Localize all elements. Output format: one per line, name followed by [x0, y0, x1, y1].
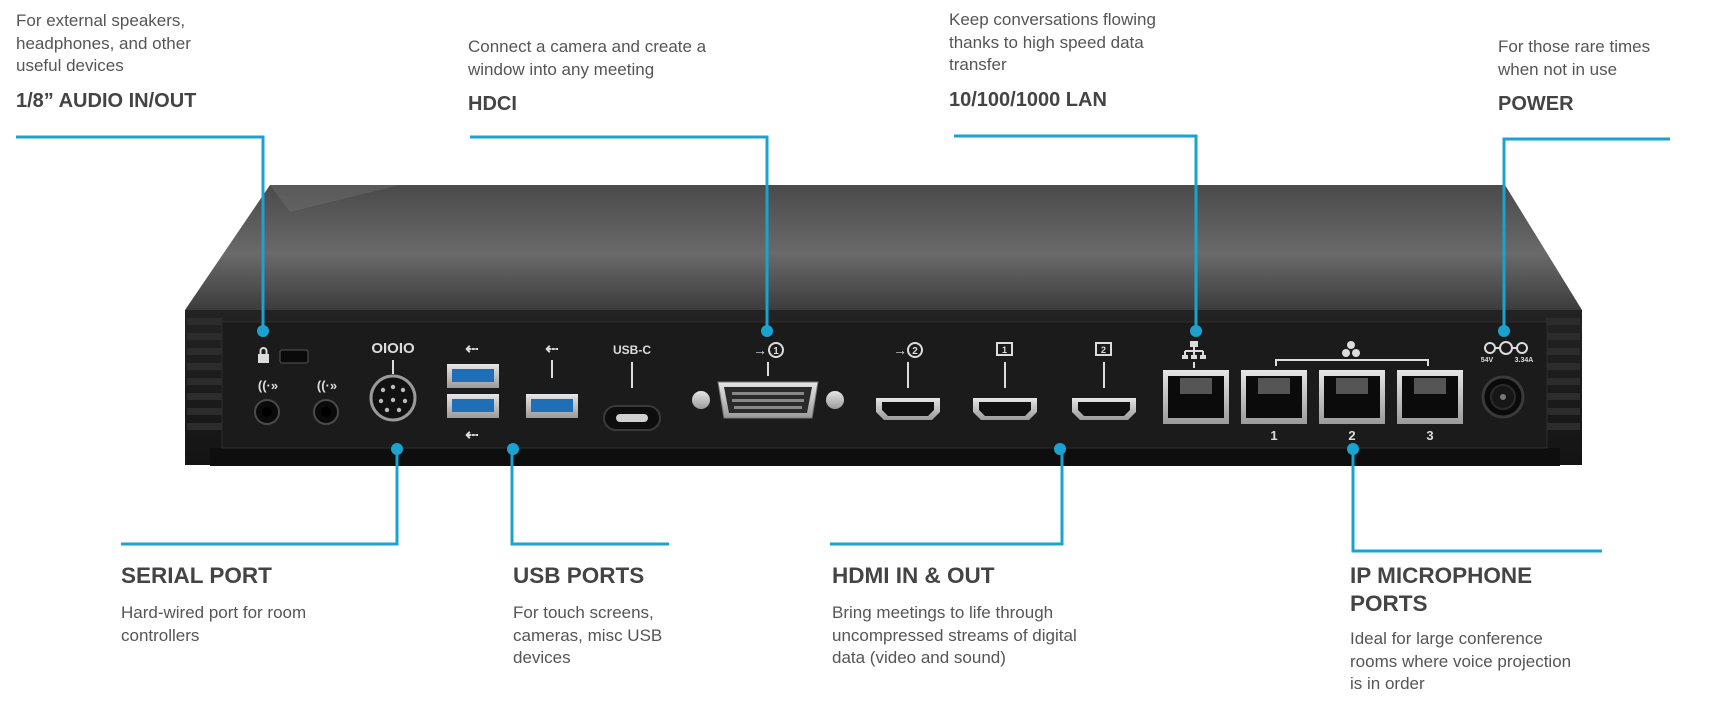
dc-power-icon	[1484, 341, 1528, 355]
kensington-slot	[279, 349, 309, 364]
power-title: POWER	[1498, 93, 1574, 115]
device-top-surface	[185, 185, 1582, 310]
lock-icon	[258, 347, 269, 363]
usb-title: USB PORTS	[513, 563, 645, 588]
power-rating-a: 3.34A	[1515, 357, 1534, 364]
mic-leader	[1351, 449, 1602, 553]
usb-desc-line-1: For touch screens,	[513, 603, 654, 622]
hdci-title: HDCI	[468, 93, 517, 115]
serial-leader	[121, 449, 399, 546]
mic-callout: IP MICROPHONE PORTS Ideal for large conf…	[1350, 562, 1650, 696]
usb-desc-line-3: devices	[513, 648, 571, 667]
mic-desc-line-2: rooms where voice projection	[1350, 651, 1572, 671]
mic-desc-line-1: Ideal for large conference	[1350, 629, 1543, 648]
svg-text:⇠: ⇠	[545, 341, 558, 358]
hdci-desc-line-1: Connect a camera and create a	[468, 37, 707, 56]
svg-text:⇠: ⇠	[465, 427, 478, 444]
mic-title-line-1: IP MICROPHONE	[1350, 563, 1533, 588]
power-desc-line-1: For those rare times	[1498, 37, 1651, 56]
svg-text:((·»: ((·»	[317, 378, 337, 393]
lan-desc-line-3: transfer	[949, 55, 1007, 74]
hdmi-desc-line-3: data (video and sound)	[832, 648, 1006, 667]
left-vents	[187, 318, 222, 430]
svg-text:1: 1	[773, 346, 779, 357]
svg-text:((·»: ((·»	[258, 378, 278, 393]
hdmi-desc-line-2: uncompressed streams of digital	[832, 625, 1077, 645]
mic-port-label-3: 3	[1426, 428, 1433, 443]
usb-icon: ⇠	[545, 341, 558, 358]
lan-desc-line-2: thanks to high speed data	[949, 32, 1144, 52]
lan-desc-line-1: Keep conversations flowing	[949, 10, 1156, 29]
usb-icon: ⇠	[465, 427, 478, 444]
power-rating-v: 54V	[1481, 357, 1494, 364]
lan-leader	[954, 134, 1198, 330]
mic-port-label-2: 2	[1348, 428, 1355, 443]
monitor-icon: 1	[996, 342, 1013, 356]
audio-in-icon: ((·»	[258, 378, 278, 393]
audio-callout: For external speakers, headphones, and o…	[16, 10, 266, 114]
serial-callout: SERIAL PORT Hard-wired port for room con…	[121, 562, 401, 647]
right-vents	[1545, 318, 1580, 430]
hdmi-desc-line-1: Bring meetings to life through	[832, 603, 1054, 622]
power-leader	[1502, 137, 1670, 330]
svg-text:1: 1	[1002, 345, 1007, 355]
mic-title-line-2: PORTS	[1350, 591, 1428, 616]
audio-leader	[16, 135, 265, 330]
hdmi-callout: HDMI IN & OUT Bring meetings to life thr…	[832, 562, 1152, 670]
audio-title: 1/8” AUDIO IN/OUT	[16, 89, 197, 112]
svg-text:2: 2	[1101, 345, 1106, 355]
svg-text:2: 2	[912, 346, 918, 357]
hdci-leader	[470, 135, 769, 330]
svg-text:→: →	[753, 342, 767, 358]
network-icon	[1182, 341, 1206, 359]
audio-out-icon: ((·»	[317, 378, 337, 393]
mic-desc-line-3: is in order	[1350, 674, 1425, 693]
usb-callout: USB PORTS For touch screens, cameras, mi…	[513, 562, 753, 670]
usb-leader	[510, 449, 669, 546]
hdmi-leader	[830, 449, 1064, 546]
svg-text:⇠: ⇠	[465, 341, 478, 358]
usb-icon: ⇠	[465, 341, 478, 358]
video-in-icon: → 2	[893, 342, 923, 358]
serial-desc-line-2: controllers	[121, 625, 200, 645]
svg-text:→: →	[893, 342, 907, 358]
hdmi-title: HDMI IN & OUT	[832, 563, 995, 588]
usb-desc-line-2: cameras, misc USB	[513, 625, 663, 645]
lan-title: 10/100/1000 LAN	[949, 88, 1107, 111]
serial-desc-line-1: Hard-wired port for room	[121, 603, 307, 622]
serial-title: SERIAL PORT	[121, 563, 272, 588]
usb-c-label: USB-C	[613, 343, 651, 357]
power-callout: For those rare times when not in use POW…	[1498, 36, 1718, 117]
audio-desc-line-1: For external speakers,	[16, 11, 186, 30]
hdci-callout: Connect a camera and create a window int…	[468, 36, 768, 117]
audio-desc-line-3: useful devices	[16, 56, 124, 75]
mic-port-label-1: 1	[1270, 428, 1277, 443]
hdci-desc-line-2: window into any meeting	[468, 59, 655, 79]
power-desc-line-2: when not in use	[1498, 59, 1618, 79]
monitor-icon: 2	[1095, 342, 1112, 356]
serial-glyph: OIOIO	[371, 340, 415, 357]
audio-desc-line-2: headphones, and other	[16, 33, 191, 53]
microphone-icon	[1342, 341, 1360, 357]
lan-callout: Keep conversations flowing thanks to hig…	[949, 9, 1229, 113]
video-in-icon: → 1	[753, 342, 784, 358]
